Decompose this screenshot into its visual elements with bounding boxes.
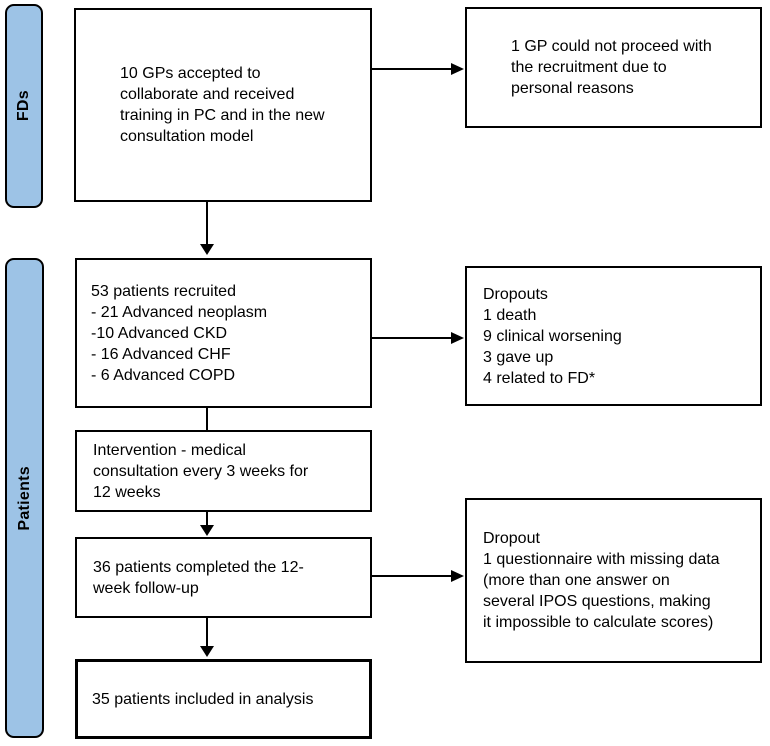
node-gps-accepted-text: 10 GPs accepted to collaborate and recei… [120,65,325,145]
arrow-completed-to-analyzed-head-icon [200,646,214,657]
lane-patients: Patients [5,258,44,738]
arrow-completed-to-analyzed-line [206,618,208,647]
lane-patients-label: Patients [15,465,33,531]
node-completed-followup: 36 patients completed the 12- week follo… [75,537,372,618]
node-gp-dropout: 1 GP could not proceed with the recruitm… [465,7,762,128]
arrow-intervention-to-completed-line [206,512,208,526]
lane-fds: FDs [5,4,43,208]
node-included-analysis: 35 patients included in analysis [75,659,372,739]
arrow-gps-to-recruited-head-icon [200,244,214,255]
arrow-recruited-to-dropouts-head-icon [451,332,464,344]
node-dropouts-text: Dropouts 1 death 9 clinical worsening 3 … [483,285,622,387]
node-dropouts: Dropouts 1 death 9 clinical worsening 3 … [465,266,762,406]
node-gps-accepted: 10 GPs accepted to collaborate and recei… [74,8,372,202]
node-intervention-text: Intervention - medical consultation ever… [93,441,309,501]
node-completed-followup-text: 36 patients completed the 12- week follo… [93,558,304,597]
node-intervention: Intervention - medical consultation ever… [75,430,372,512]
arrow-gps-to-gpdropout-head-icon [451,63,464,75]
connector-recruited-to-intervention-line [206,408,208,430]
node-patients-recruited-text: 53 patients recruited - 21 Advanced neop… [91,282,268,384]
arrow-completed-to-dropout-line [372,575,451,577]
arrow-gps-to-recruited-line [206,202,208,244]
node-gp-dropout-text: 1 GP could not proceed with the recruitm… [511,38,712,97]
node-dropout-questionnaire-text: Dropout 1 questionnaire with missing dat… [483,530,720,631]
arrow-gps-to-gpdropout-line [372,68,451,70]
lane-fds-label: FDs [15,90,32,122]
arrow-intervention-to-completed-head-icon [200,525,214,536]
arrow-recruited-to-dropouts-line [372,337,451,339]
arrow-completed-to-dropout-head-icon [451,570,464,582]
node-included-analysis-text: 35 patients included in analysis [92,690,314,708]
node-patients-recruited: 53 patients recruited - 21 Advanced neop… [75,258,372,408]
node-dropout-questionnaire: Dropout 1 questionnaire with missing dat… [465,498,762,663]
